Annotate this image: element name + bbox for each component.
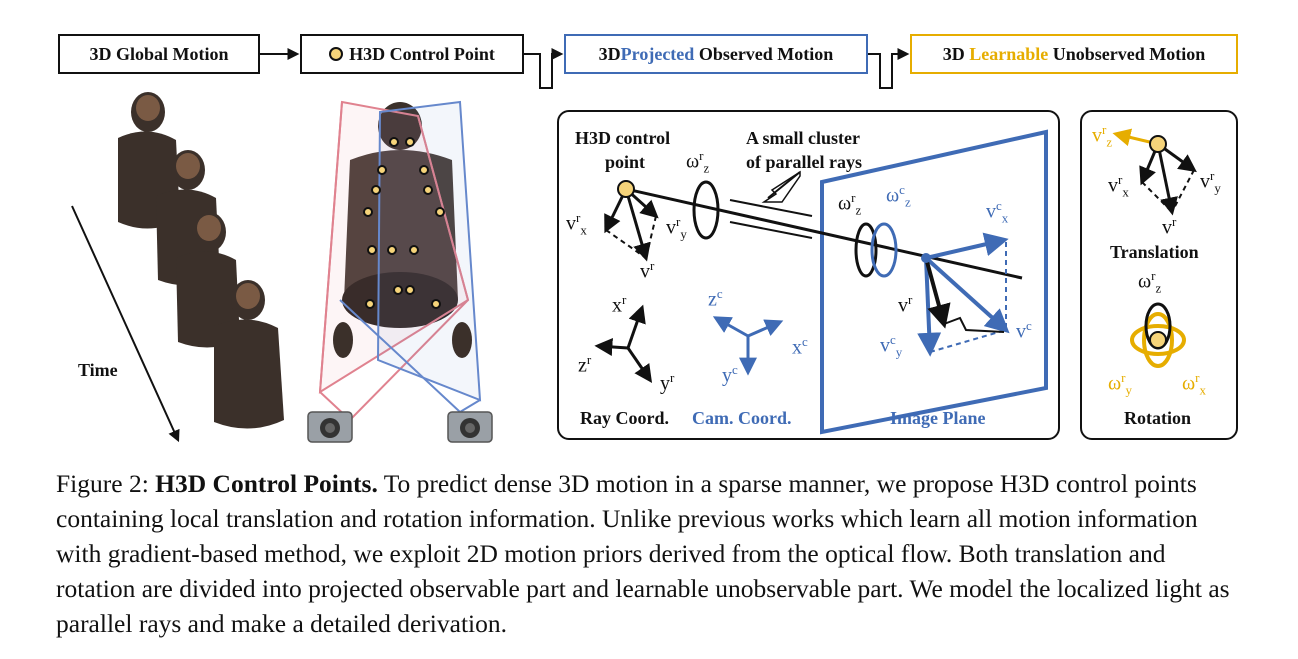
v-c-plane: vc bbox=[1016, 318, 1032, 344]
projected-vectors bbox=[926, 240, 1006, 352]
figure-caption: Figure 2: H3D Control Points. To predict… bbox=[56, 466, 1246, 641]
z-c-axis-label: zc bbox=[708, 286, 723, 312]
rotation-label: Rotation bbox=[1124, 408, 1191, 429]
person-sequence-illustration bbox=[118, 92, 284, 429]
omega-r-x-rotation: ωrx bbox=[1182, 370, 1206, 399]
omega-r-z-rotation: ωrz bbox=[1138, 268, 1161, 297]
cam-coord-label: Cam. Coord. bbox=[692, 408, 792, 429]
v-r-y-ray: vry bbox=[666, 214, 687, 243]
control-point-label-line2: point bbox=[605, 152, 645, 173]
cluster-label-line2: of parallel rays bbox=[746, 152, 862, 173]
v-r-y-translation: vry bbox=[1200, 168, 1221, 197]
ray-coordinate-axes bbox=[598, 308, 650, 380]
parallel-ray bbox=[730, 222, 812, 238]
translation-control-point bbox=[1150, 136, 1166, 152]
ray-coord-label: Ray Coord. bbox=[580, 408, 669, 429]
projected-control-point bbox=[921, 253, 931, 263]
y-c-axis-label: yc bbox=[722, 362, 738, 388]
camera-icon bbox=[308, 412, 352, 442]
v-r-translation: vr bbox=[1162, 214, 1176, 240]
v-r-ray: vr bbox=[640, 258, 654, 284]
x-r-axis-label: xr bbox=[612, 292, 626, 318]
control-point-person-illustration bbox=[320, 102, 480, 420]
omega-c-z-plane: ωcz bbox=[886, 182, 911, 211]
v-r-x-translation: vrx bbox=[1108, 172, 1129, 201]
omega-r-y-rotation: ωry bbox=[1108, 370, 1132, 399]
omega-r-z-plane: ωrz bbox=[838, 190, 861, 219]
y-r-axis-label: yr bbox=[660, 370, 674, 396]
rotation-control-point bbox=[1150, 332, 1166, 348]
cluster-label-line1: A small cluster bbox=[746, 128, 860, 149]
image-plane-label: Image Plane bbox=[890, 408, 985, 429]
z-r-axis-label: zr bbox=[578, 352, 591, 378]
translation-label: Translation bbox=[1110, 242, 1199, 263]
v-c-x-plane: vcx bbox=[986, 198, 1008, 227]
v-r-z-learnable: vrz bbox=[1092, 122, 1112, 151]
flow-arrows bbox=[260, 54, 907, 88]
camera-icon bbox=[448, 412, 492, 442]
ray-translation-vectors bbox=[606, 189, 656, 258]
v-r-x-ray: vrx bbox=[566, 210, 587, 239]
caption-title: H3D Control Points. bbox=[155, 469, 378, 498]
control-point-label-line1: H3D control bbox=[575, 128, 670, 149]
v-r-plane: vr bbox=[898, 292, 912, 318]
h3d-control-point bbox=[618, 181, 634, 197]
v-c-y-plane: vcy bbox=[880, 332, 902, 361]
time-label: Time bbox=[78, 360, 118, 381]
omega-r-z-ray: ωrz bbox=[686, 148, 709, 177]
caption-prefix: Figure 2: bbox=[56, 469, 155, 498]
x-c-axis-label: xc bbox=[792, 334, 808, 360]
